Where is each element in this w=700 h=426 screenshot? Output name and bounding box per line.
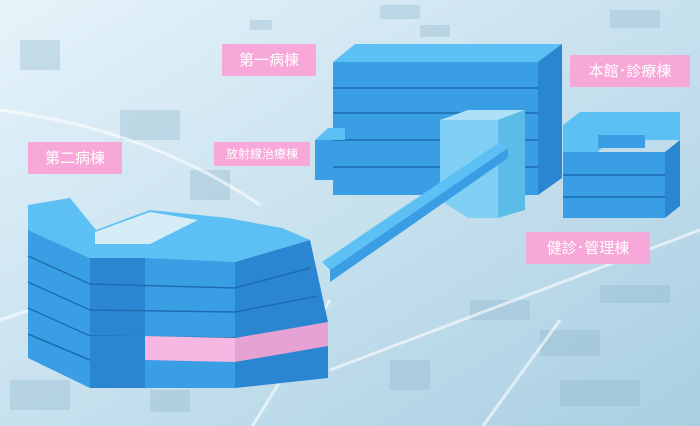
connecting-corridor — [322, 142, 508, 282]
radiotherapy-label: 放射線治療棟 — [214, 142, 310, 166]
ward1-label: 第一病棟 — [222, 44, 316, 76]
checkup-admin-label: 健診･管理棟 — [526, 232, 650, 264]
main-clinic-label: 本館･診療棟 — [570, 55, 690, 87]
checkup-admin-building — [440, 110, 525, 218]
main-clinic-building — [563, 112, 680, 218]
ward2-building — [27, 198, 328, 388]
ward2-label: 第二病棟 — [28, 142, 122, 174]
